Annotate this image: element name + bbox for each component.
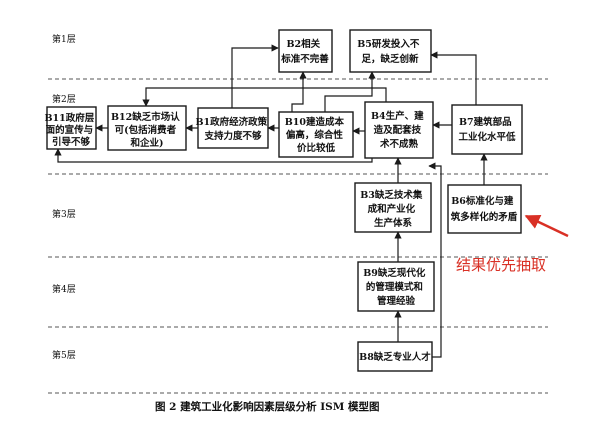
- figure-caption: 图 2 建筑工业化影响因素层级分析 ISM 模型图: [155, 400, 380, 413]
- node-b5-line-1: B5研发投入不: [357, 38, 420, 50]
- node-b3-line-3: 生产体系: [374, 217, 413, 229]
- node-b11-text: B11政府层 面的宣传与 引导不够: [44, 112, 97, 148]
- node-b4-line-3: 术不成熟: [379, 138, 419, 150]
- node-b5-line-2: 足，缺乏创新: [361, 53, 419, 65]
- annotation-arrow: [524, 214, 569, 238]
- node-b10-text: B10建造成本 偏高，综合性 价比较低: [285, 116, 348, 154]
- node-b1-text: B1政府经济政策 支持力度不够: [196, 116, 271, 142]
- node-b12-line-3: 和企业): [130, 137, 164, 149]
- node-b2-text: B2相关 标准不完善: [280, 38, 329, 65]
- node-b7-box: [451, 104, 523, 155]
- node-b6-text: B6标准化与建 筑多样化的矛盾: [451, 195, 518, 223]
- node-b11-line-2: 面的宣传与: [46, 124, 94, 136]
- node-b12-text: B12缺乏市场认 可(包括消费者 和企业): [111, 111, 183, 149]
- node-b1-box: [197, 107, 269, 149]
- edge-b10-b5: [324, 71, 376, 112]
- node-b12-line-2: 可(包括消费者: [115, 124, 177, 136]
- edge-b7-b5: [430, 51, 477, 105]
- layer-label-5: 第5层: [52, 349, 76, 361]
- edge-b10-b2: [291, 71, 307, 112]
- node-b7-line-2: 工业化水平低: [458, 131, 516, 143]
- node-b5-box: [349, 29, 432, 73]
- edges: [54, 44, 488, 358]
- layer-label-4: 第4层: [52, 283, 76, 295]
- node-b9-line-2: 的管理模式和: [366, 281, 423, 293]
- node-b6-line-2: 筑多样化的矛盾: [451, 211, 518, 223]
- node-b4-line-1: B4生产、建: [371, 110, 424, 122]
- node-b8-box: [357, 341, 433, 372]
- node-b6-box: [447, 184, 522, 234]
- node-b8-line-1: B8缺乏专业人才: [359, 351, 431, 363]
- node-b12-box: [107, 105, 187, 151]
- node-b10-line-3: 价比较低: [297, 142, 336, 154]
- node-b2-line-2: 标准不完善: [280, 53, 329, 65]
- edge-b4-b12: [142, 87, 387, 107]
- layer-label-2: 第2层: [52, 93, 76, 105]
- node-b10-line-2: 偏高，综合性: [286, 129, 344, 141]
- node-b11-line-1: B11政府层: [44, 112, 94, 124]
- layer-label-3: 第3层: [52, 208, 76, 220]
- annotation-text: 结果优先抽取: [456, 256, 546, 274]
- node-b10-box: [278, 111, 354, 158]
- edge-b4-b11-feedback: [54, 148, 373, 163]
- node-b11-box: [46, 106, 97, 150]
- node-b2-box: [278, 29, 333, 73]
- node-b9-box: [357, 261, 435, 312]
- node-b3-text: B3缺乏技术集 成和产业化 生产体系: [360, 189, 425, 229]
- edge-b1-b2: [231, 44, 279, 108]
- node-b3-box: [354, 182, 432, 233]
- node-b4-box: [364, 101, 434, 159]
- node-b1-line-1: B1政府经济政策: [196, 116, 268, 128]
- node-b4-text: B4生产、建 造及配套技 术不成熟: [371, 110, 427, 150]
- node-b1-line-2: 支持力度不够: [203, 130, 262, 142]
- edge-b8-b4: [428, 162, 442, 358]
- node-b5-text: B5研发投入不 足，缺乏创新: [357, 38, 422, 65]
- node-b9-line-3: 管理经验: [377, 295, 416, 307]
- node-b11-line-3: 引导不够: [52, 136, 91, 148]
- node-b10-line-1: B10建造成本: [285, 116, 345, 128]
- node-b3-line-1: B3缺乏技术集: [360, 189, 423, 201]
- node-b3-line-2: 成和产业化: [368, 203, 416, 215]
- node-b7-line-1: B7建筑部品: [459, 116, 512, 128]
- node-b2-line-1: B2相关: [287, 38, 321, 50]
- node-b12-line-1: B12缺乏市场认: [111, 111, 180, 123]
- node-b9-line-1: B9缺乏现代化: [363, 267, 426, 279]
- node-b9-text: B9缺乏现代化 的管理模式和 管理经验: [363, 267, 428, 307]
- node-b8-text: B8缺乏专业人才: [359, 351, 431, 363]
- node-b7-text: B7建筑部品 工业化水平低: [458, 116, 516, 143]
- layer-label-1: 第1层: [52, 33, 76, 45]
- node-b4-line-2: 造及配套技: [374, 124, 422, 136]
- node-b6-line-1: B6标准化与建: [451, 195, 514, 207]
